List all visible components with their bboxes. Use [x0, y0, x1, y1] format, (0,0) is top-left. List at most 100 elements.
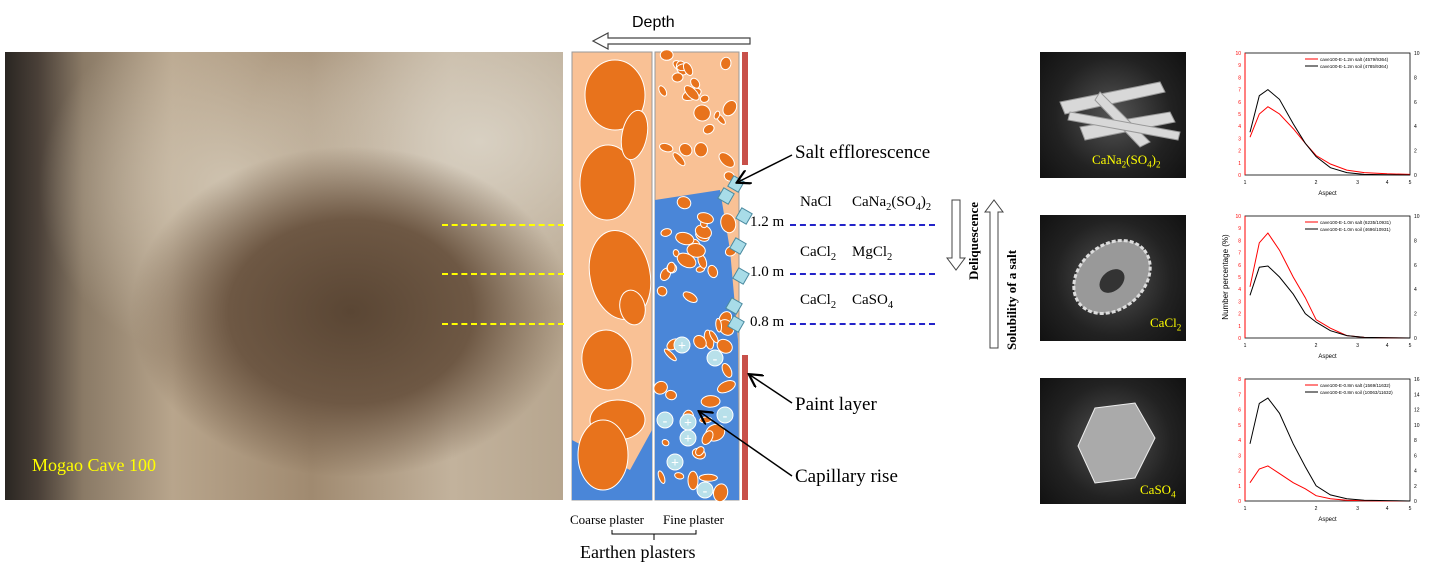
x-tick: 3 — [1356, 343, 1359, 349]
aggregate-fine — [663, 348, 677, 362]
ion-sign: - — [703, 484, 708, 499]
y-tick-right: 4 — [1414, 124, 1417, 130]
y-tick-right: 6 — [1414, 100, 1417, 106]
aggregate-fine — [656, 285, 668, 297]
plot-frame — [1244, 378, 1411, 502]
y-tick-left: 9 — [1238, 226, 1241, 232]
aggregate-fine — [715, 318, 723, 333]
y-tick-left: 10 — [1235, 214, 1241, 220]
ion — [696, 481, 714, 499]
x-tick: 2 — [1315, 506, 1318, 512]
y-tick-left: 0 — [1238, 336, 1241, 342]
sem-image-cacl2: CaCl2 — [1040, 215, 1186, 341]
level-line-0.8 — [442, 323, 564, 325]
y-tick-left: 7 — [1238, 392, 1241, 398]
ion-sign: + — [684, 416, 692, 431]
brace — [611, 530, 697, 540]
y-tick-right: 0 — [1414, 336, 1417, 342]
aggregate-fine — [713, 110, 721, 120]
pointer-arrows — [680, 154, 793, 477]
salt-line-1.2 — [790, 224, 935, 226]
capillary-rise-label: Capillary rise — [795, 466, 898, 487]
aggregate-fine — [693, 104, 711, 122]
salt-mgcl2: MgCl2 — [852, 244, 893, 263]
earthen-plasters-label: Earthen plasters — [580, 542, 696, 562]
y-tick-left: 2 — [1238, 312, 1241, 318]
aggregate-fine — [658, 85, 668, 97]
y-tick-right: 6 — [1414, 263, 1417, 269]
y-tick-left: 2 — [1238, 469, 1241, 475]
aggregate-fine — [701, 430, 714, 445]
salt-cacl2-b: CaCl2 — [800, 292, 837, 311]
y-tick-right: 8 — [1414, 75, 1417, 81]
x-tick: 2 — [1315, 343, 1318, 349]
salt-crystal — [732, 267, 750, 285]
aggregate-fine — [665, 389, 677, 401]
salt-crystal — [725, 297, 743, 315]
plaster-cross-section: +--+-++- — [571, 50, 753, 502]
salt-line-1.0 — [790, 273, 935, 275]
series-line — [1249, 88, 1411, 176]
y-tick-left: 8 — [1238, 75, 1241, 81]
y-tick-left: 6 — [1238, 263, 1241, 269]
depth-label: Depth — [632, 14, 675, 31]
ion — [679, 429, 697, 447]
legend-entry: cave100-E-1.2m salt (4579/9364) — [1320, 57, 1389, 62]
aggregate-coarse — [579, 144, 636, 221]
legend-entry: cave100-E-0.8m salt (1569/11632) — [1320, 383, 1391, 388]
y-tick-left: 5 — [1238, 112, 1241, 118]
paint-layer-label: Paint layer — [795, 394, 877, 415]
y-tick-left: 7 — [1238, 88, 1241, 94]
aggregate-fine — [695, 446, 705, 457]
ion-sign: - — [713, 352, 718, 367]
y-tick-left: 1 — [1238, 324, 1241, 330]
x-tick: 4 — [1386, 180, 1389, 186]
sem-label: CaCl2 — [1150, 315, 1182, 333]
aggregate-fine — [698, 473, 718, 482]
legend-entry: cave100-E-1.2m soil (4785/9364) — [1320, 64, 1388, 69]
ion — [666, 453, 684, 471]
aggregate-fine — [699, 94, 710, 103]
aggregate-fine — [675, 231, 695, 246]
aggregate-fine — [716, 338, 733, 354]
y-tick-right: 8 — [1414, 238, 1417, 244]
x-tick: 4 — [1386, 506, 1389, 512]
aggregate-fine — [671, 72, 684, 83]
x-tick: 3 — [1356, 506, 1359, 512]
series-line — [1249, 232, 1411, 339]
y-tick-left: 3 — [1238, 453, 1241, 459]
ion — [656, 411, 674, 429]
y-tick-right: 10 — [1414, 51, 1420, 57]
height-1.0: 1.0 m — [750, 264, 785, 280]
aggregate-fine — [661, 439, 670, 447]
salt-crystal — [735, 207, 753, 225]
y-tick-right: 16 — [1414, 377, 1420, 383]
height-1.2: 1.2 m — [750, 214, 785, 230]
y-tick-left: 4 — [1238, 438, 1241, 444]
aggregate-fine — [696, 212, 714, 225]
x-tick: 5 — [1409, 343, 1412, 349]
aggregate-coarse — [577, 419, 629, 491]
y-tick-left: 7 — [1238, 251, 1241, 257]
y-tick-left: 1 — [1238, 484, 1241, 490]
aggregate-fine — [682, 62, 694, 76]
sem-image-caso4: CaSO4 — [1040, 378, 1186, 504]
y-tick-right: 10 — [1414, 423, 1420, 429]
aggregate-fine — [712, 483, 729, 502]
aggregate-coarse — [584, 59, 646, 131]
x-tick: 5 — [1409, 180, 1412, 186]
aggregate-fine — [657, 470, 666, 484]
y-tick-right: 14 — [1414, 392, 1420, 398]
aggregate-fine — [682, 291, 698, 303]
ion-sign: - — [723, 409, 728, 424]
x-tick: 1 — [1244, 343, 1247, 349]
aggregate-fine — [660, 228, 672, 237]
x-label: Aspect — [1318, 517, 1337, 523]
aggregate-coarse — [619, 289, 646, 326]
cave-wall-photo — [5, 52, 563, 500]
aggregate-fine — [702, 123, 715, 135]
y-tick-right: 0 — [1414, 499, 1417, 505]
x-tick: 4 — [1386, 343, 1389, 349]
y-tick-right: 4 — [1414, 469, 1417, 475]
